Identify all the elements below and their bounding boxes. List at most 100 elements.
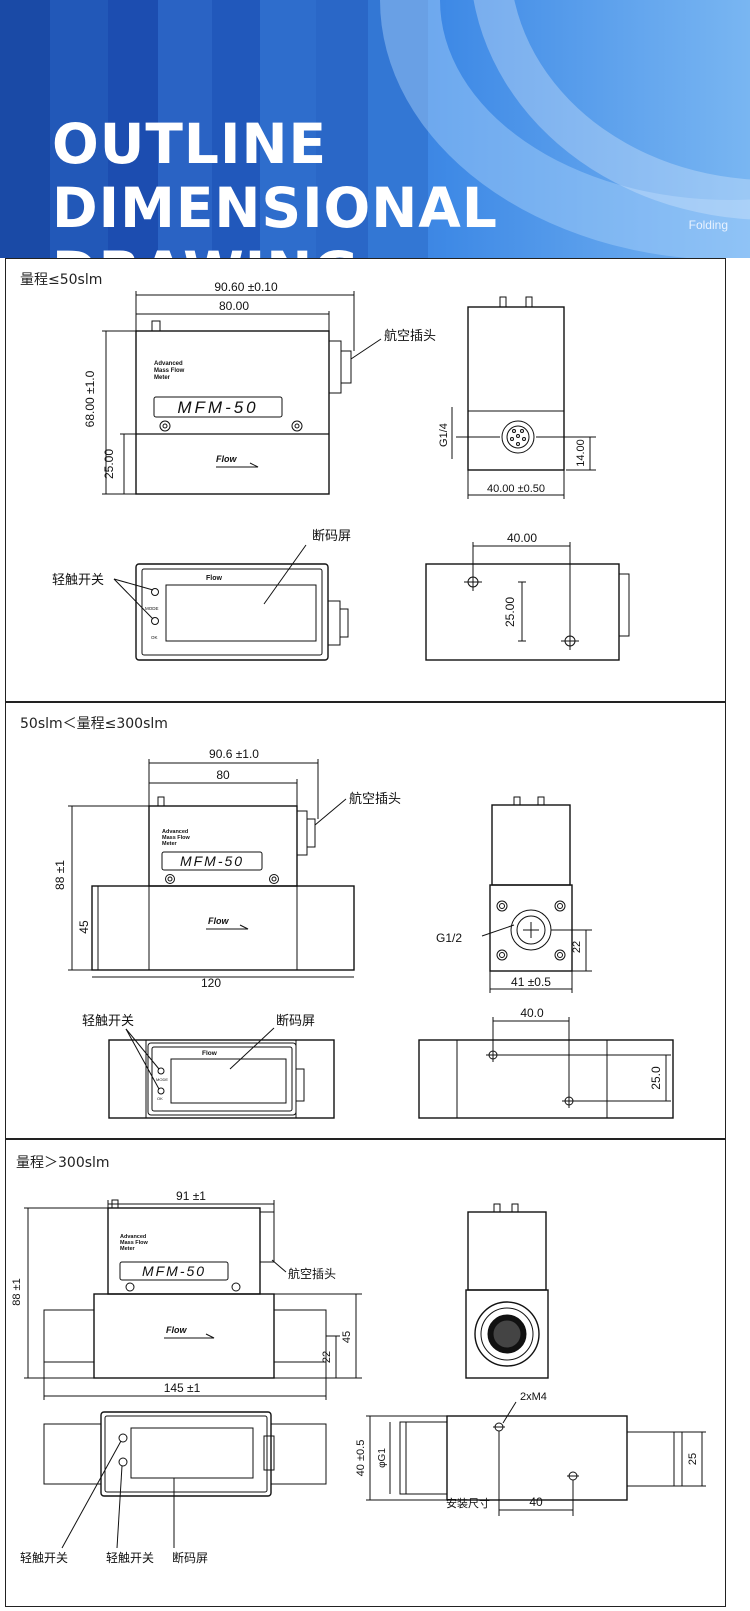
screw-icon <box>291 420 303 432</box>
thread-label: G1/2 <box>436 931 462 945</box>
front-view: Advanced Mass Flow Meter MFM-50 Flow 91 … <box>11 1189 362 1400</box>
banner-stripe <box>260 0 316 258</box>
connector-label: 航空插头 <box>288 1266 336 1281</box>
section-range-50-300: 50slm＜量程≤300slm Advanced Mass Flow Meter… <box>5 702 726 1139</box>
dim-base: 45 <box>341 1331 353 1343</box>
model-logo: MFM-50 <box>177 398 258 417</box>
dim-side-width: 40.00 ±0.50 <box>487 483 545 495</box>
dim-base: 25.00 <box>102 449 116 479</box>
display-label: 断码屏 <box>276 1013 315 1028</box>
dim-mount-h: 40.00 <box>507 531 537 545</box>
top-view: 轻触开关 轻触开关 断码屏 <box>20 1411 327 1565</box>
dim-total-width: 91 ±1 <box>176 1189 206 1203</box>
screw-icon <box>125 1282 135 1292</box>
top-view: Flow MODE OK 轻触开关 断码屏 <box>82 1013 335 1119</box>
header-banner: OUTLINE DIMENSIONAL DRAWING Folding <box>0 0 750 258</box>
touch-switch-label: 轻触开关 <box>52 572 104 587</box>
bottom-view: 2xM4 40 ±0.5 φG1 25 40 安装尺寸 <box>355 1391 706 1516</box>
brand-line-1: Advanced <box>120 1234 146 1240</box>
screw-icon <box>269 874 279 884</box>
touch-switch-label: 轻触开关 <box>20 1551 68 1565</box>
dim-height: 88 ±1 <box>11 1278 23 1305</box>
screw-icon <box>231 1282 241 1292</box>
brand-line-2: Mass Flow <box>120 1240 149 1246</box>
thread-label: G1/4 <box>438 423 450 447</box>
dim-mount-v: 25.0 <box>649 1066 663 1090</box>
side-view: G1/4 14.00 40.00 ±0.50 <box>438 296 596 499</box>
display-label: 断码屏 <box>172 1550 208 1565</box>
screw-icon <box>159 420 171 432</box>
drawing-section-3: Advanced Mass Flow Meter MFM-50 Flow 91 … <box>11 1189 706 1565</box>
dim-height: 88 ±1 <box>53 860 67 890</box>
section-range-300: 量程＞300slm Advanced Mass Flow Meter MFM-5… <box>5 1139 726 1607</box>
ok-label: OK <box>151 635 158 640</box>
dim-mount-v: 25 <box>687 1453 699 1465</box>
dim-total-width: 90.6 ±1.0 <box>209 747 259 761</box>
model-logo: MFM-50 <box>180 853 244 869</box>
install-size-label: 安装尺寸 <box>446 1496 490 1510</box>
thread-label: φG1 <box>377 1448 388 1468</box>
section-range-50: 量程≤50slm Advanced Mass Flow Meter MFM-50… <box>5 258 726 702</box>
banner-stripe <box>316 0 368 258</box>
page-title: OUTLINE DIMENSIONAL DRAWING <box>52 112 732 258</box>
touch-switch-label: 轻触开关 <box>106 1551 154 1565</box>
display-label: 断码屏 <box>312 528 351 543</box>
section-range-label: 量程＞300slm <box>16 1155 110 1171</box>
section-range-label: 50slm＜量程≤300slm <box>20 716 168 732</box>
flow-label: Flow <box>216 454 237 464</box>
dim-total-width: 90.60 ±0.10 <box>214 280 278 294</box>
brand-line-2: Mass Flow <box>162 835 191 841</box>
dim-side-height: 14.00 <box>575 439 587 467</box>
flow-label: Flow <box>166 1325 187 1335</box>
title-line-2: DRAWING <box>52 240 732 258</box>
ok-button <box>157 1087 165 1095</box>
banner-stripe <box>50 0 108 258</box>
dim-mount-v: 25.00 <box>503 597 517 627</box>
dim-base: 45 <box>77 920 91 934</box>
dim-base-width: 145 ±1 <box>164 1381 201 1395</box>
connector-label: 航空插头 <box>384 328 436 343</box>
dim-side-height: 22 <box>571 941 583 953</box>
screw-icon <box>165 874 175 884</box>
screw-icon <box>271 876 277 882</box>
flow-label: Flow <box>208 916 229 926</box>
dim-mount-h: 40 <box>529 1495 543 1509</box>
touch-switch-label: 轻触开关 <box>82 1013 134 1028</box>
screw-icon <box>294 423 300 429</box>
brand-line-1: Advanced <box>154 361 183 367</box>
brand-line-3: Meter <box>120 1246 136 1252</box>
bottom-view: 40.0 25.0 <box>418 1006 674 1119</box>
mode-button <box>118 1433 128 1443</box>
holes-label: 2xM4 <box>520 1391 547 1403</box>
mode-label: MODE <box>156 1077 168 1082</box>
ok-button <box>151 617 159 625</box>
banner-stripe <box>0 0 50 258</box>
ok-button <box>118 1457 128 1467</box>
dim-mount-h: 40.0 <box>520 1006 544 1020</box>
dim-height: 68.00 ±1.0 <box>83 370 97 427</box>
ok-label: OK <box>157 1096 163 1101</box>
dim-side-width: 41 ±0.5 <box>511 975 551 989</box>
screw-icon <box>162 423 168 429</box>
top-view: Flow MODE OK 轻触开关 断码屏 <box>52 528 351 661</box>
brand-line-2: Mass Flow <box>154 368 185 374</box>
flow-label: Flow <box>206 575 222 582</box>
brand-line-3: Meter <box>154 375 171 381</box>
mode-button <box>157 1067 165 1075</box>
side-view: G1/2 22 41 ±0.5 <box>436 796 592 993</box>
mode-label: MODE <box>145 606 159 611</box>
bottom-view: 40.00 25.00 <box>425 531 630 661</box>
drawing-section-2: Advanced Mass Flow Meter MFM-50 Flow 90.… <box>53 747 674 1119</box>
brand-line-3: Meter <box>162 841 178 847</box>
dim-body-width: 80 <box>216 768 230 782</box>
front-view: Advanced Mass Flow Meter MFM-50 Flow 90.… <box>53 747 401 990</box>
dim-base-width: 120 <box>201 976 221 990</box>
connector-label: 航空插头 <box>349 791 401 806</box>
screw-icon <box>167 876 173 882</box>
banner-stripe <box>212 0 260 258</box>
drawing-section-1: Advanced Mass Flow Meter MFM-50 Flow 90.… <box>52 280 630 661</box>
brand-line-1: Advanced <box>162 829 188 835</box>
side-view <box>465 1203 549 1379</box>
banner-stripe <box>108 0 158 258</box>
section-range-label: 量程≤50slm <box>20 272 103 288</box>
